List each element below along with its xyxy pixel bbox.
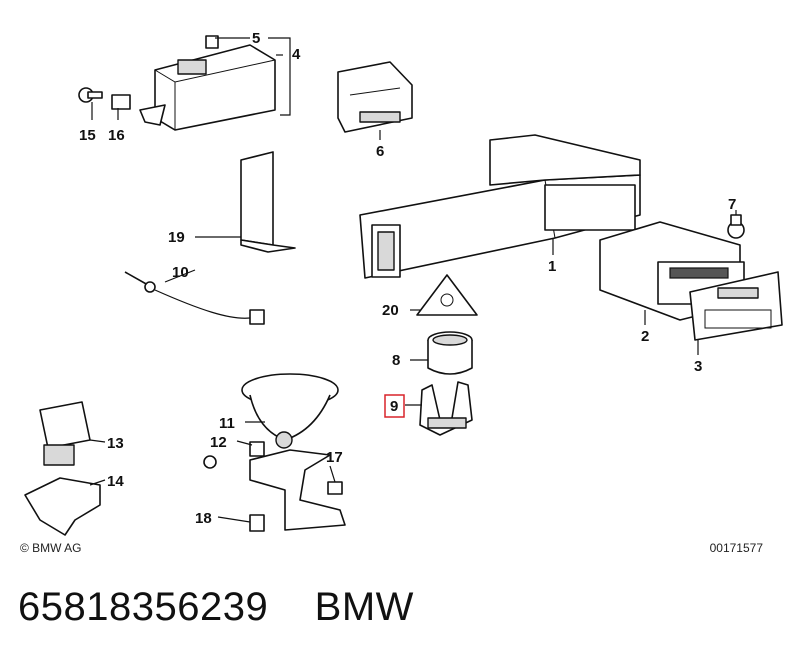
part-cover-19 (240, 151, 296, 253)
part-bracket-assembly (203, 441, 346, 532)
callouts: 5 4 15 16 6 19 10 1 7 2 3 20 8 9 11 12 1… (79, 30, 736, 527)
caption: 65818356239 BMW (18, 585, 414, 630)
part-screw-7 (727, 214, 745, 239)
callout-16[interactable]: 16 (108, 127, 125, 144)
copyright-notice: © BMW AG (20, 541, 82, 555)
part-clip-16 (111, 94, 166, 126)
callout-3[interactable]: 3 (694, 358, 702, 375)
part-label-20 (416, 274, 478, 316)
callout-2[interactable]: 2 (641, 328, 649, 345)
brand-name: BMW (314, 585, 414, 629)
part-mount-frame-1 (359, 134, 641, 279)
callout-1[interactable]: 1 (548, 258, 556, 275)
parts-diagram: 5 4 15 16 6 19 10 1 7 2 3 20 8 9 11 12 1… (24, 30, 783, 536)
part-faceplate-3 (689, 271, 783, 341)
callout-6[interactable]: 6 (376, 143, 384, 160)
callout-18[interactable]: 18 (195, 510, 212, 527)
callout-12[interactable]: 12 (210, 434, 227, 451)
callout-4[interactable]: 4 (292, 46, 301, 63)
callout-20[interactable]: 20 (382, 302, 399, 319)
leader-lines (89, 37, 737, 523)
part-control-module (154, 35, 276, 131)
part-horn-11 (241, 373, 339, 449)
callout-11[interactable]: 11 (219, 415, 235, 432)
highlight-box (384, 394, 405, 418)
callout-13[interactable]: 13 (107, 435, 124, 452)
callout-9[interactable]: 9 (390, 398, 398, 415)
callout-8[interactable]: 8 (392, 352, 400, 369)
callout-15[interactable]: 15 (79, 127, 96, 144)
part-relay-bracket-14 (24, 477, 101, 536)
callout-7[interactable]: 7 (728, 196, 736, 213)
part-number: 65818356239 (18, 585, 269, 629)
part-sensor-cable-10 (124, 271, 265, 325)
part-relay-13 (39, 401, 91, 466)
callout-17[interactable]: 17 (326, 449, 343, 466)
part-bracket-6 (337, 61, 413, 133)
part-bolt-15 (78, 87, 103, 103)
callout-19[interactable]: 19 (168, 229, 185, 246)
callout-10[interactable]: 10 (172, 264, 189, 281)
part-speaker-8 (427, 331, 473, 375)
diagram-id: 00171577 (709, 541, 763, 555)
callout-14[interactable]: 14 (107, 473, 124, 490)
callout-5[interactable]: 5 (252, 30, 260, 47)
part-holder-9 (419, 381, 473, 436)
